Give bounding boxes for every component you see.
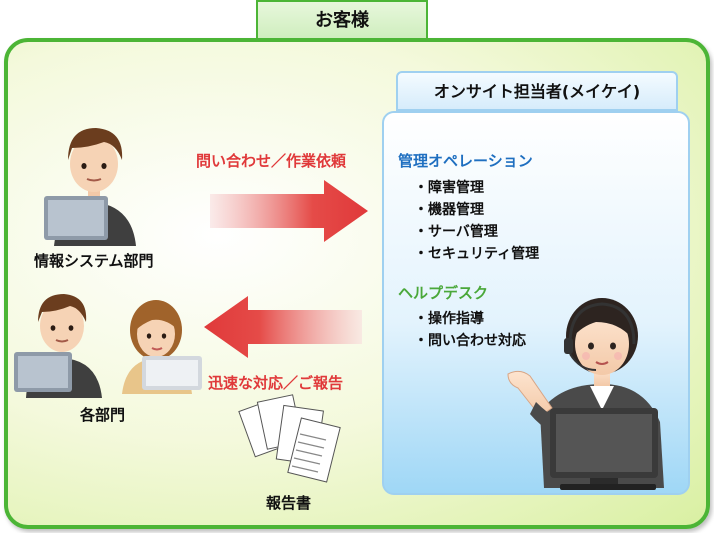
response-label: 迅速な対応／ご報告: [208, 374, 344, 392]
onsite-title: オンサイト担当者(メイケイ): [433, 82, 641, 101]
request-arrow: [210, 180, 368, 242]
customer-title: お客様: [315, 10, 369, 31]
response-arrow: [204, 296, 362, 358]
helpdesk-item-inquiry: ・問い合わせ対応: [414, 333, 526, 349]
operations-item-equipment: ・機器管理: [414, 202, 484, 218]
operations-item-failure: ・障害管理: [414, 180, 484, 196]
helpdesk-item-guidance: ・操作指導: [414, 311, 484, 327]
customer-tab: お客様: [256, 0, 428, 38]
request-label: 問い合わせ／作業依頼: [196, 152, 347, 170]
onsite-tab: オンサイト担当者(メイケイ): [396, 71, 678, 111]
operations-item-security: ・セキュリティ管理: [414, 246, 540, 262]
each-dept-label: 各部門: [80, 406, 126, 424]
operations-item-server: ・サーバ管理: [414, 224, 498, 240]
report-label: 報告書: [266, 494, 312, 512]
each-dept-man-illustration: [14, 294, 102, 398]
info-dept-label: 情報システム部門: [34, 252, 154, 270]
helpdesk-title: ヘルプデスク: [398, 284, 489, 302]
each-dept-woman-illustration: [122, 300, 202, 394]
operations-title: 管理オペレーション: [398, 152, 533, 170]
info-dept-illustration: [44, 128, 136, 246]
operator-illustration: [507, 298, 664, 490]
report-document-icon: [238, 394, 341, 483]
